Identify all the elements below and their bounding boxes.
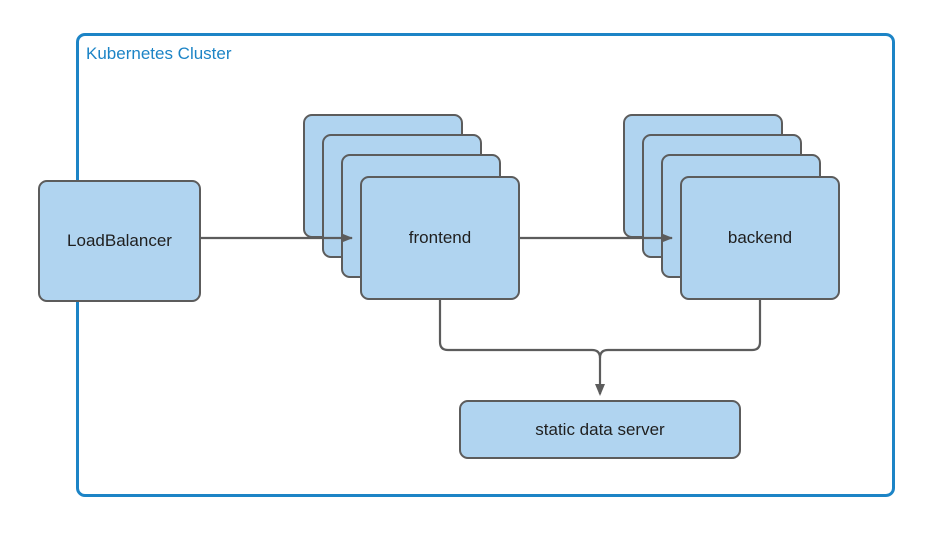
kubernetes-cluster-label: Kubernetes Cluster [86,44,232,63]
node-backend-stack[interactable]: backend [623,114,855,300]
node-frontend-stack[interactable]: frontend [303,114,535,300]
node-static-data-server[interactable]: static data server [459,400,741,459]
node-loadbalancer-label: LoadBalancer [67,231,172,250]
node-static-data-server-label: static data server [535,419,665,439]
frontend-replica-card-front[interactable]: frontend [360,176,520,300]
node-backend-label: backend [727,228,793,247]
node-frontend-label: frontend [408,228,472,247]
backend-replica-card-front[interactable]: backend [680,176,840,300]
node-loadbalancer[interactable]: LoadBalancer [38,180,201,302]
